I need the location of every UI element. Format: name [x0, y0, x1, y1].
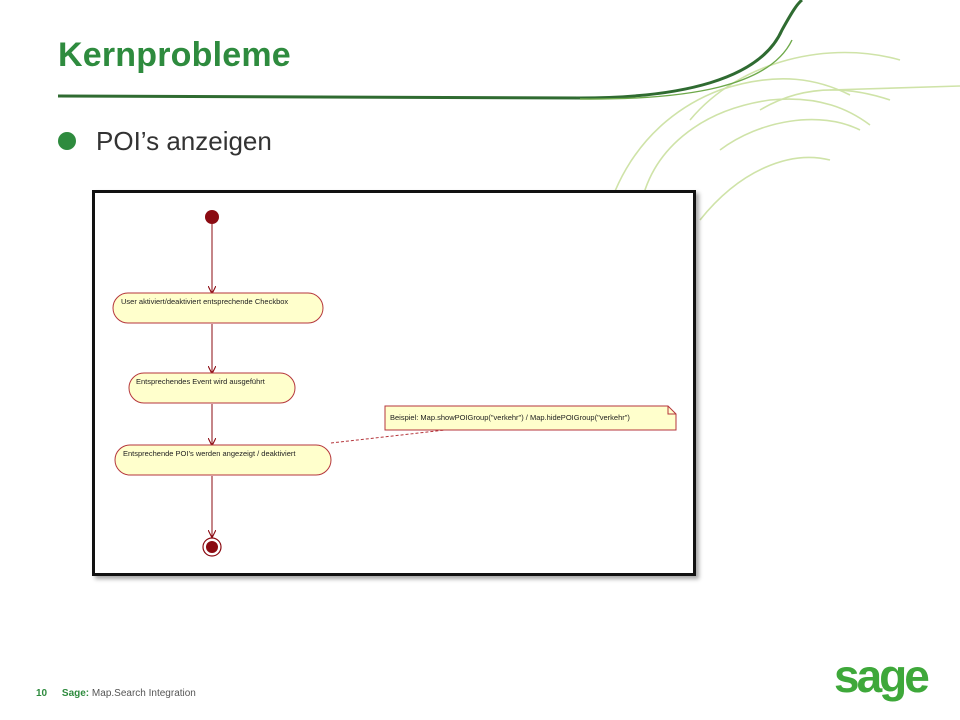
note-connector [330, 429, 446, 444]
bullet-dot-icon [58, 132, 76, 150]
action-label: User aktiviert/deaktiviert entsprechende… [121, 297, 288, 306]
activity-diagram: User aktiviert/deaktiviert entsprechende… [92, 190, 696, 576]
action-label: Entsprechendes Event wird ausgeführt [136, 377, 266, 386]
footer: 10 Sage: Map.Search Integration [36, 688, 196, 699]
action-node [128, 372, 296, 404]
footer-text: Map.Search Integration [91, 688, 196, 699]
action-label: Entsprechende POI’s werden angezeigt / d… [123, 449, 296, 458]
sage-logo-text: sage [834, 654, 929, 702]
page-number: 10 [36, 688, 48, 699]
note-box [384, 405, 677, 431]
initial-node [205, 210, 219, 224]
sage-logo: sage [834, 654, 932, 702]
activity-diagram-canvas: User aktiviert/deaktiviert entsprechende… [112, 210, 677, 557]
note-corner [667, 406, 676, 415]
slide-title: Kernprobleme [58, 36, 291, 74]
bullet-text: POI’s anzeigen [96, 125, 272, 156]
action-node [112, 292, 324, 324]
note-text: Beispiel: Map.showPOIGroup("verkehr") / … [390, 413, 630, 422]
footer-brand: Sage: [61, 688, 90, 699]
action-node [114, 444, 332, 476]
final-node [206, 541, 218, 553]
bullet-item: POI’s anzeigen [58, 124, 272, 158]
